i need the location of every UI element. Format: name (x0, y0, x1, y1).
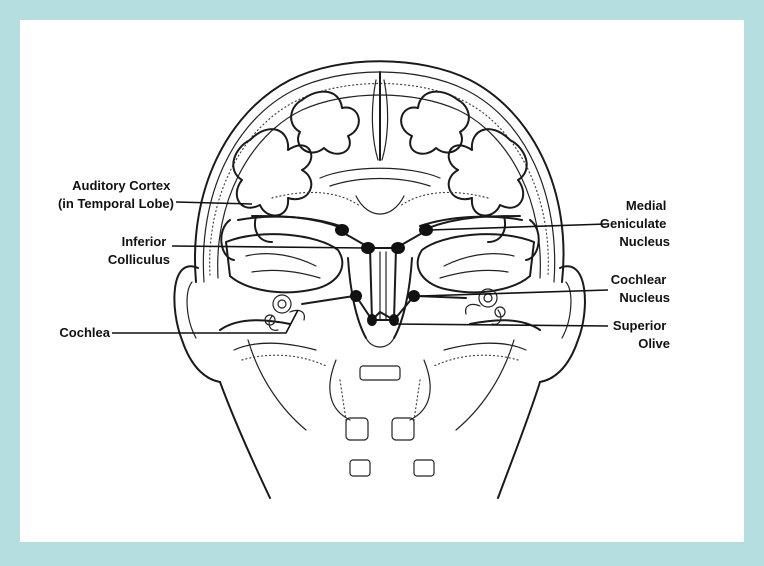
label-medial-geniculate: Medial Geniculate Nucleus (600, 198, 670, 249)
cochlear-nucleus-leader (419, 289, 609, 297)
leader-lines (112, 201, 609, 334)
right-ear (539, 265, 586, 383)
label-inferior-colliculus-line-1: Inferior (122, 234, 167, 249)
label-auditory-cortex-line-2: (in Temporal Lobe) (58, 196, 174, 211)
right-medial-geniculate-node (419, 224, 433, 236)
skull-base (219, 319, 541, 477)
label-superior-olive-line-1: Superior (613, 318, 666, 333)
label-medial-geniculate-line-3: Nucleus (619, 234, 670, 249)
label-medial-geniculate-line-1: Medial (626, 198, 666, 213)
label-auditory-cortex: Auditory Cortex (in Temporal Lobe) (58, 178, 174, 211)
left-cochlear-nucleus-node (350, 290, 362, 302)
neck-outline (219, 339, 541, 499)
diagram-panel: Auditory Cortex (in Temporal Lobe) Infer… (20, 20, 744, 542)
label-cochlea: Cochlea (59, 325, 110, 340)
label-auditory-cortex-line-1: Auditory Cortex (72, 178, 171, 193)
left-inferior-colliculus-node (361, 242, 375, 254)
label-cochlear-nucleus-line-2: Nucleus (619, 290, 670, 305)
left-superior-olive-node (367, 314, 377, 326)
label-medial-geniculate-line-2: Geniculate (600, 216, 666, 231)
label-superior-olive-line-2: Olive (638, 336, 670, 351)
auditory-pathway-diagram: Auditory Cortex (in Temporal Lobe) Infer… (58, 60, 670, 499)
left-ear (173, 265, 221, 383)
right-inferior-colliculus-node (391, 242, 405, 254)
label-cochlear-nucleus-line-1: Cochlear (611, 272, 667, 287)
pathway-nodes (335, 224, 433, 326)
left-medial-geniculate-node (335, 224, 349, 236)
left-cochlea (264, 294, 305, 331)
auditory-pathway (251, 215, 521, 321)
right-superior-olive-node (389, 314, 399, 326)
auditory-cortex-leader (175, 201, 253, 205)
inferior-colliculus-leader (171, 245, 367, 249)
label-inferior-colliculus: Inferior Colliculus (108, 234, 170, 267)
label-cochlear-nucleus: Cochlear Nucleus (611, 272, 670, 305)
label-cochlea-line-1: Cochlea (59, 325, 110, 340)
brain (220, 71, 540, 348)
right-cochlear-nucleus-node (408, 290, 420, 302)
superior-olive-leader (393, 323, 609, 327)
label-superior-olive: Superior Olive (613, 318, 670, 351)
medial-geniculate-leader (429, 223, 607, 231)
label-inferior-colliculus-line-2: Colliculus (108, 252, 170, 267)
cochlea-leader (112, 309, 299, 334)
